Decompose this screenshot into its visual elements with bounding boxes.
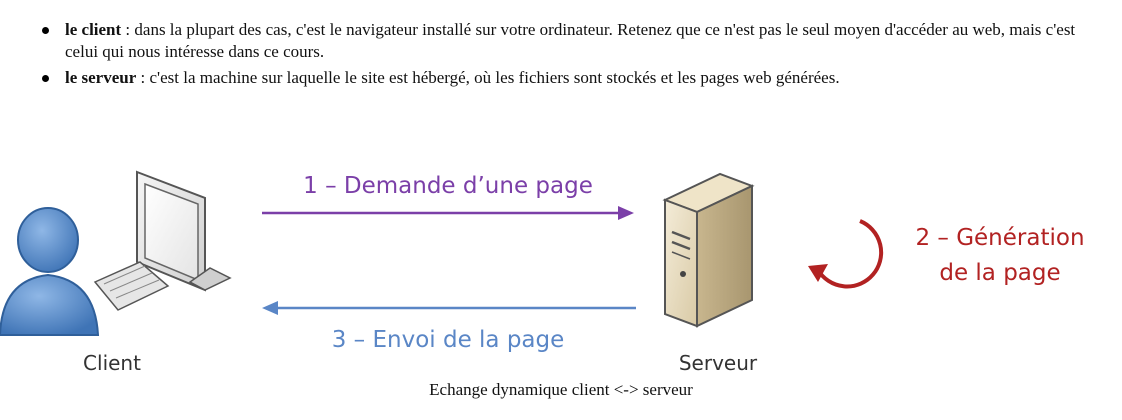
request-arrow-label: 1 – Demande d’une page <box>303 173 593 199</box>
generation-label-line2: de la page <box>939 260 1060 286</box>
response-arrow <box>262 301 636 315</box>
response-arrow-label: 3 – Envoi de la page <box>332 327 565 353</box>
bullet-list: le client : dans la plupart des cas, c'e… <box>38 19 1108 93</box>
request-arrow <box>262 206 634 220</box>
keyboard-icon <box>93 261 170 311</box>
server-label: Serveur <box>679 351 758 375</box>
client-label: Client <box>83 351 141 375</box>
bullet-text: : c'est la machine sur laquelle le site … <box>136 68 840 87</box>
bullet-dot-icon <box>42 27 49 34</box>
bullet-item-client: le client : dans la plupart des cas, c'e… <box>38 19 1108 63</box>
person-icon <box>0 207 100 336</box>
bullet-term: le serveur <box>65 68 137 87</box>
refresh-icon <box>808 219 884 289</box>
client-server-diagram: 1 – Demande d’une page 3 – Envoi de la p… <box>0 170 1085 375</box>
bullet-term: le client <box>65 20 122 39</box>
figure-caption: Echange dynamique client <-> serveur <box>429 380 693 399</box>
monitor-icon <box>136 170 232 292</box>
bullet-text: : dans la plupart des cas, c'est le navi… <box>65 20 1076 61</box>
generation-label-line1: 2 – Génération <box>915 225 1084 251</box>
bullet-item-server: le serveur : c'est la machine sur laquel… <box>38 67 1108 89</box>
bullet-dot-icon <box>42 75 49 82</box>
server-icon <box>662 172 755 328</box>
